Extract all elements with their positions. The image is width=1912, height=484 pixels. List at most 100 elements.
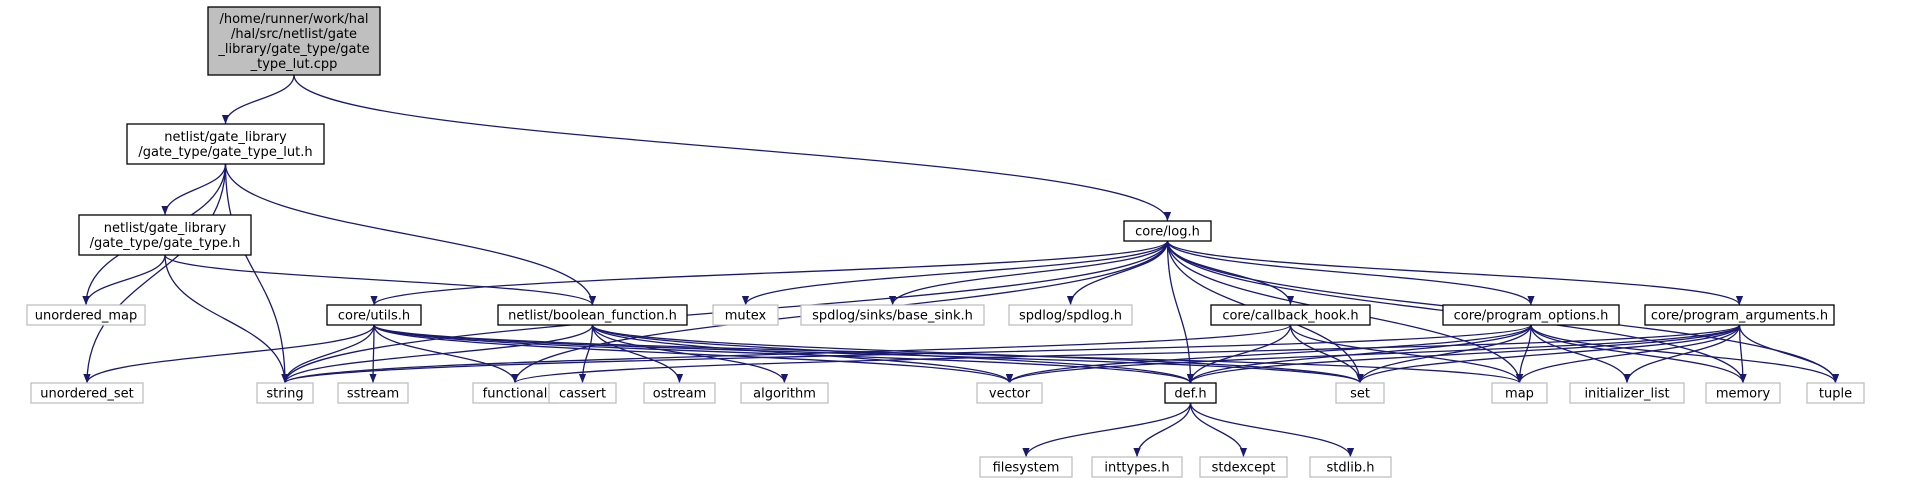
edge-def_h-to-inttypes [1133,402,1192,458]
node-label-line: /gate_type/gate_type_lut.h [138,145,312,160]
node-label-line: spdlog/spdlog.h [1019,309,1122,324]
node-box [740,382,829,404]
node-functional: functional [472,382,558,404]
edge-program_arguments_h-to-memory [1738,324,1747,384]
edge-boolean_function_h-to-set [591,324,1364,384]
node-box [1309,456,1392,478]
edge-utils_h-to-set [373,324,1364,384]
node-sstream: sstream [337,382,409,404]
node-label-line: filesystem [993,461,1060,476]
node-label-line: /home/runner/work/hal [219,12,368,27]
node-box [1199,456,1288,478]
node-box [1091,456,1183,478]
node-box [126,123,325,165]
edge-log_h-to-utils_h [370,240,1169,306]
node-label-line: spdlog/sinks/base_sink.h [812,309,973,324]
node-box [976,382,1043,404]
node-label-line: inttypes.h [1104,461,1169,476]
node-box [643,382,716,404]
node-filesystem: filesystem [979,456,1073,478]
node-label-line: _type_lut.cpp [250,57,338,72]
node-label-line: algorithm [753,387,816,402]
edge-root-to-lut_h [221,74,295,125]
node-box [30,382,144,404]
edge-program_arguments_h-to-functional [511,324,1741,384]
edge-program_options_h-to-set [1356,324,1532,384]
node-vector: vector [976,382,1043,404]
edge-program_options_h-to-memory [1530,324,1747,384]
nodes-layer: /home/runner/work/hal/hal/src/netlist/ga… [26,6,1865,478]
node-label-line: core/program_options.h [1454,309,1609,324]
node-label-line: tuple [1819,387,1852,402]
edges-layer [82,74,1840,458]
node-box [1569,382,1685,404]
edge-program_options_h-to-initializer_list [1530,324,1631,384]
node-box [548,382,617,404]
node-lut-h[interactable]: netlist/gate_library/gate_type/gate_type… [126,123,325,165]
node-label-line: netlist/boolean_function.h [508,309,677,324]
edge-boolean_function_h-to-cassert [578,324,594,384]
node-label-line: string [266,387,303,402]
node-utils-h[interactable]: core/utils.h [326,304,422,326]
node-label-line: core/callback_hook.h [1222,309,1358,324]
node-box [497,304,688,326]
node-label-line: map [1505,387,1534,402]
node-cassert: cassert [548,382,617,404]
edge-utils_h-to-sstream [369,324,377,384]
node-program-arguments-h[interactable]: core/program_arguments.h [1644,304,1835,326]
edge-def_h-to-stdexcept [1189,402,1248,458]
node-box [800,304,985,326]
node-base-sink: spdlog/sinks/base_sink.h [800,304,985,326]
edge-lut_h-to-string [224,163,289,384]
edge-boolean_function_h-to-string [281,324,594,384]
edge-log_h-to-mutex [742,240,1169,306]
node-boolean-function-h[interactable]: netlist/boolean_function.h [497,304,688,326]
node-label-line: /gate_type/gate_type.h [90,236,241,251]
node-label-line: ostream [653,387,707,402]
edge-lut_h-to-unordered_set [83,163,227,384]
edge-log_h-to-program_arguments_h [1166,240,1743,306]
node-callback-hook-h[interactable]: core/callback_hook.h [1210,304,1371,326]
edge-program_arguments_h-to-initializer_list [1623,324,1741,384]
edge-utils_h-to-map [373,324,1523,384]
node-program-options-h[interactable]: core/program_options.h [1442,304,1620,326]
node-label-line: core/program_arguments.h [1651,309,1828,324]
edge-program_arguments_h-to-def_h [1187,324,1741,384]
edge-lut_h-to-gate_type_h [161,163,227,216]
node-box [1210,304,1371,326]
node-label-line: mutex [725,309,767,324]
edge-callback_hook_h-to-string [281,324,1292,384]
node-gate-type-h[interactable]: netlist/gate_library/gate_type/gate_type… [78,214,252,256]
node-label-line: def.h [1174,387,1206,402]
node-label-line: cassert [559,387,606,402]
edge-gate_type_h-to-string [164,254,289,384]
node-ostream: ostream [643,382,716,404]
node-def-h[interactable]: def.h [1164,382,1217,404]
node-label-line: _library/gate_type/gate [217,42,369,57]
edge-boolean_function_h-to-ostream [591,324,684,384]
edge-def_h-to-stdlib [1189,402,1355,458]
node-root[interactable]: /home/runner/work/hal/hal/src/netlist/ga… [207,6,381,76]
node-label-line: netlist/gate_library [104,221,227,236]
node-box [1644,304,1835,326]
node-memory: memory [1705,382,1781,404]
edge-program_options_h-to-vector [1006,324,1532,384]
node-label-line: core/log.h [1135,225,1200,240]
node-box [1705,382,1781,404]
node-log-h[interactable]: core/log.h [1123,220,1212,242]
node-box [1491,382,1548,404]
node-label-line: netlist/gate_library [164,130,287,145]
node-label-line: stdlib.h [1327,461,1375,476]
node-unordered-set: unordered_set [30,382,144,404]
edge-callback_hook_h-to-def_h [1186,324,1292,384]
node-stdexcept: stdexcept [1199,456,1288,478]
node-box [256,382,314,404]
node-label-line: stdexcept [1212,461,1276,476]
edge-program_options_h-to-string [281,324,1532,384]
node-box [712,304,779,326]
node-box [979,456,1073,478]
node-label-line: /hal/src/netlist/gate [231,27,357,42]
node-box [1442,304,1620,326]
node-box [1008,304,1133,326]
